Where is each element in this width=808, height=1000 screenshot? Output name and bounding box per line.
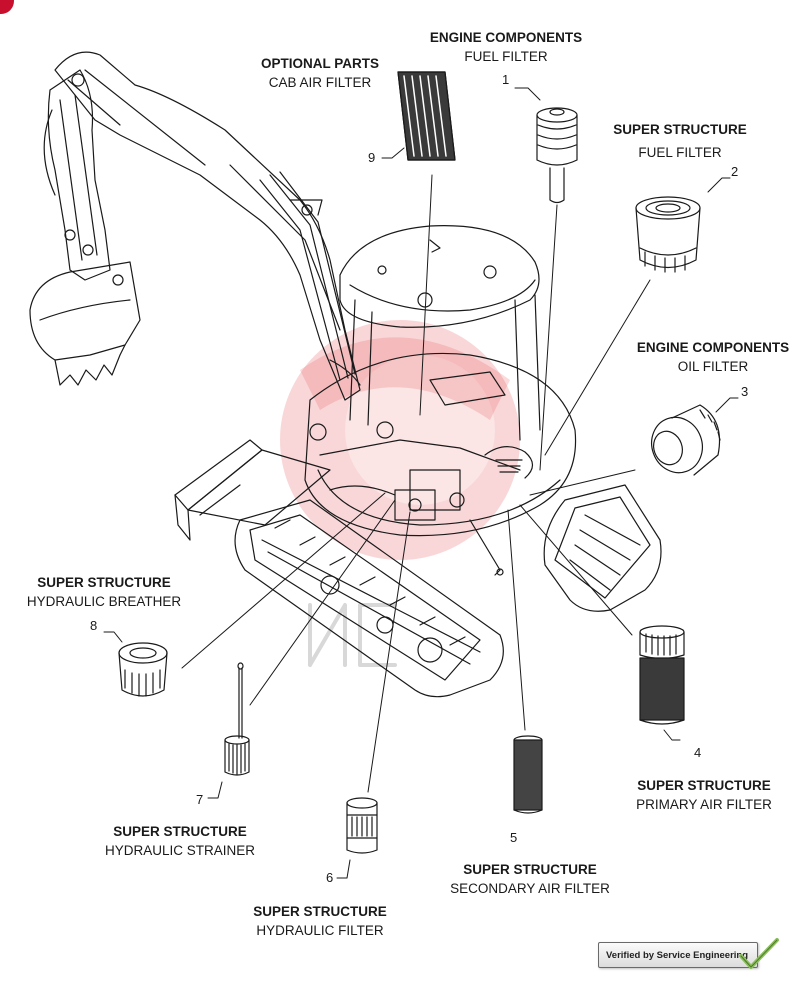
part-number: 2 bbox=[731, 164, 739, 179]
label-name: SECONDARY AIR FILTER bbox=[450, 881, 610, 896]
label-name: FUEL FILTER bbox=[464, 49, 548, 64]
part-5-secondary-air-filter bbox=[513, 735, 543, 814]
part-number: 7 bbox=[196, 792, 204, 807]
number-ticks bbox=[103, 87, 739, 879]
boom-arm bbox=[54, 51, 361, 441]
label-secondary-air-filter: SUPER STRUCTURE SECONDARY AIR FILTER bbox=[420, 860, 640, 898]
label-name: HYDRAULIC FILTER bbox=[256, 923, 384, 938]
part-9-cab-air-filter bbox=[397, 71, 456, 161]
label-group: OPTIONAL PARTS bbox=[260, 56, 379, 71]
label-super-fuel-filter: SUPER STRUCTURE FUEL FILTER bbox=[580, 120, 780, 162]
part-3-oil-filter bbox=[651, 404, 721, 476]
upper-structure bbox=[304, 352, 577, 576]
part-number: 9 bbox=[368, 150, 376, 165]
part-number: 1 bbox=[502, 72, 510, 87]
label-name: HYDRAULIC BREATHER bbox=[26, 594, 182, 609]
label-engine-oil-filter: ENGINE COMPONENTS OIL FILTER bbox=[618, 338, 808, 376]
dozer-blade bbox=[174, 439, 331, 541]
watermark-text bbox=[308, 603, 397, 667]
verified-badge: Verified by Service Engineering bbox=[598, 942, 758, 968]
label-hydraulic-filter: SUPER STRUCTURE HYDRAULIC FILTER bbox=[220, 902, 420, 940]
label-group: SUPER STRUCTURE bbox=[613, 122, 747, 137]
label-primary-air-filter: SUPER STRUCTURE PRIMARY AIR FILTER bbox=[604, 776, 804, 814]
dipper-arm bbox=[43, 69, 111, 281]
part-7-hydraulic-strainer bbox=[224, 662, 250, 776]
part-number: 5 bbox=[510, 830, 518, 845]
label-group: SUPER STRUCTURE bbox=[463, 862, 597, 877]
label-group: SUPER STRUCTURE bbox=[637, 778, 771, 793]
part-1-fuel-filter bbox=[536, 107, 578, 204]
part-2-fuel-filter bbox=[635, 196, 701, 273]
label-group: SUPER STRUCTURE bbox=[253, 904, 387, 919]
part-number: 8 bbox=[90, 618, 98, 633]
label-group: ENGINE COMPONENTS bbox=[429, 30, 583, 45]
label-name: OIL FILTER bbox=[677, 359, 749, 374]
label-name: PRIMARY AIR FILTER bbox=[636, 797, 772, 812]
label-group: SUPER STRUCTURE bbox=[37, 575, 171, 590]
checkmark-icon bbox=[739, 938, 779, 969]
label-hydraulic-strainer: SUPER STRUCTURE HYDRAULIC STRAINER bbox=[80, 822, 280, 860]
label-name: CAB AIR FILTER bbox=[268, 75, 372, 90]
leader-lines bbox=[181, 174, 651, 793]
label-group: ENGINE COMPONENTS bbox=[636, 340, 790, 355]
part-number: 3 bbox=[741, 384, 749, 399]
track-right bbox=[543, 484, 662, 612]
label-name: FUEL FILTER bbox=[638, 145, 722, 160]
label-group: SUPER STRUCTURE bbox=[113, 824, 247, 839]
label-name: HYDRAULIC STRAINER bbox=[104, 843, 256, 858]
part-number: 6 bbox=[326, 870, 334, 885]
verified-badge-text: Verified by Service Engineering bbox=[606, 950, 749, 961]
part-8-hydraulic-breather bbox=[118, 642, 168, 697]
bucket bbox=[29, 261, 141, 386]
part-number: 4 bbox=[694, 745, 702, 760]
label-engine-fuel-filter: ENGINE COMPONENTS FUEL FILTER bbox=[396, 28, 616, 66]
track-left bbox=[234, 499, 504, 698]
label-cab-air-filter: OPTIONAL PARTS CAB AIR FILTER bbox=[220, 54, 420, 92]
part-6-hydraulic-filter bbox=[346, 797, 378, 854]
label-hydraulic-breather: SUPER STRUCTURE HYDRAULIC BREATHER bbox=[4, 573, 204, 611]
part-4-primary-air-filter bbox=[639, 625, 685, 725]
